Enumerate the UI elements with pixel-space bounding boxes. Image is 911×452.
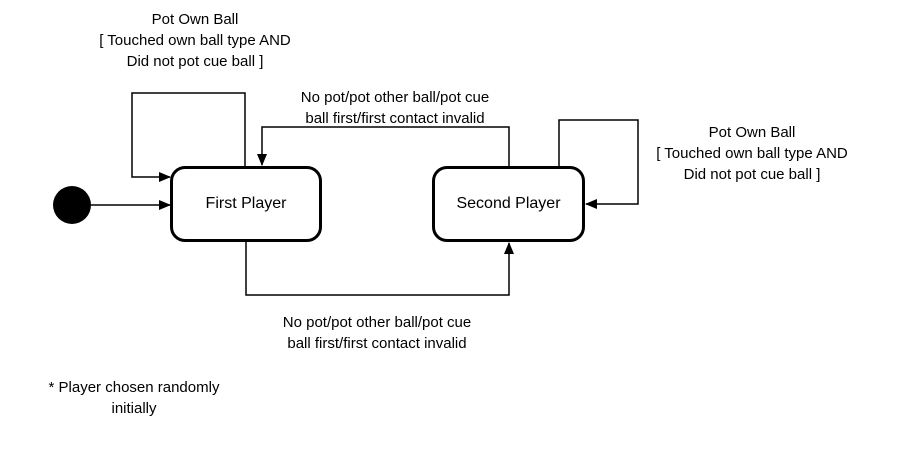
label-line: [ Touched own ball type AND [99,32,291,49]
label-line: No pot/pot other ball/pot cue [282,314,472,331]
label-line: ball first/first contact invalid [305,110,485,127]
state-second-player-label: Second Player [456,195,561,212]
label-line: * Player chosen randomly [48,379,220,396]
first-to-second-label: No pot/pot other ball/pot cue ball first… [252,312,502,354]
label-line: Pot Own Ball [151,11,239,28]
label-line: ball first/first contact invalid [287,335,467,352]
first-self-loop-label: Pot Own Ball [ Touched own ball type AND… [65,9,325,72]
state-first-player: First Player [170,166,322,242]
first-to-second-arrow [245,242,514,296]
note-text: * Player chosen randomly initially [26,377,242,419]
second-to-first-arrow [257,126,510,167]
label-line: No pot/pot other ball/pot cue [300,89,490,106]
second-to-first-label: No pot/pot other ball/pot cue ball first… [270,87,520,129]
initial-state-dot [53,186,91,224]
label-line: initially [111,400,157,417]
second-self-loop-arrow [558,119,639,209]
label-line: [ Touched own ball type AND [656,145,848,162]
first-self-loop-arrow [131,92,246,182]
label-line: Pot Own Ball [708,124,796,141]
second-self-loop-label: Pot Own Ball [ Touched own ball type AND… [622,122,882,185]
state-first-player-label: First Player [205,195,287,212]
state-second-player: Second Player [432,166,585,242]
label-line: Did not pot cue ball ] [126,53,264,70]
label-line: Did not pot cue ball ] [683,166,821,183]
